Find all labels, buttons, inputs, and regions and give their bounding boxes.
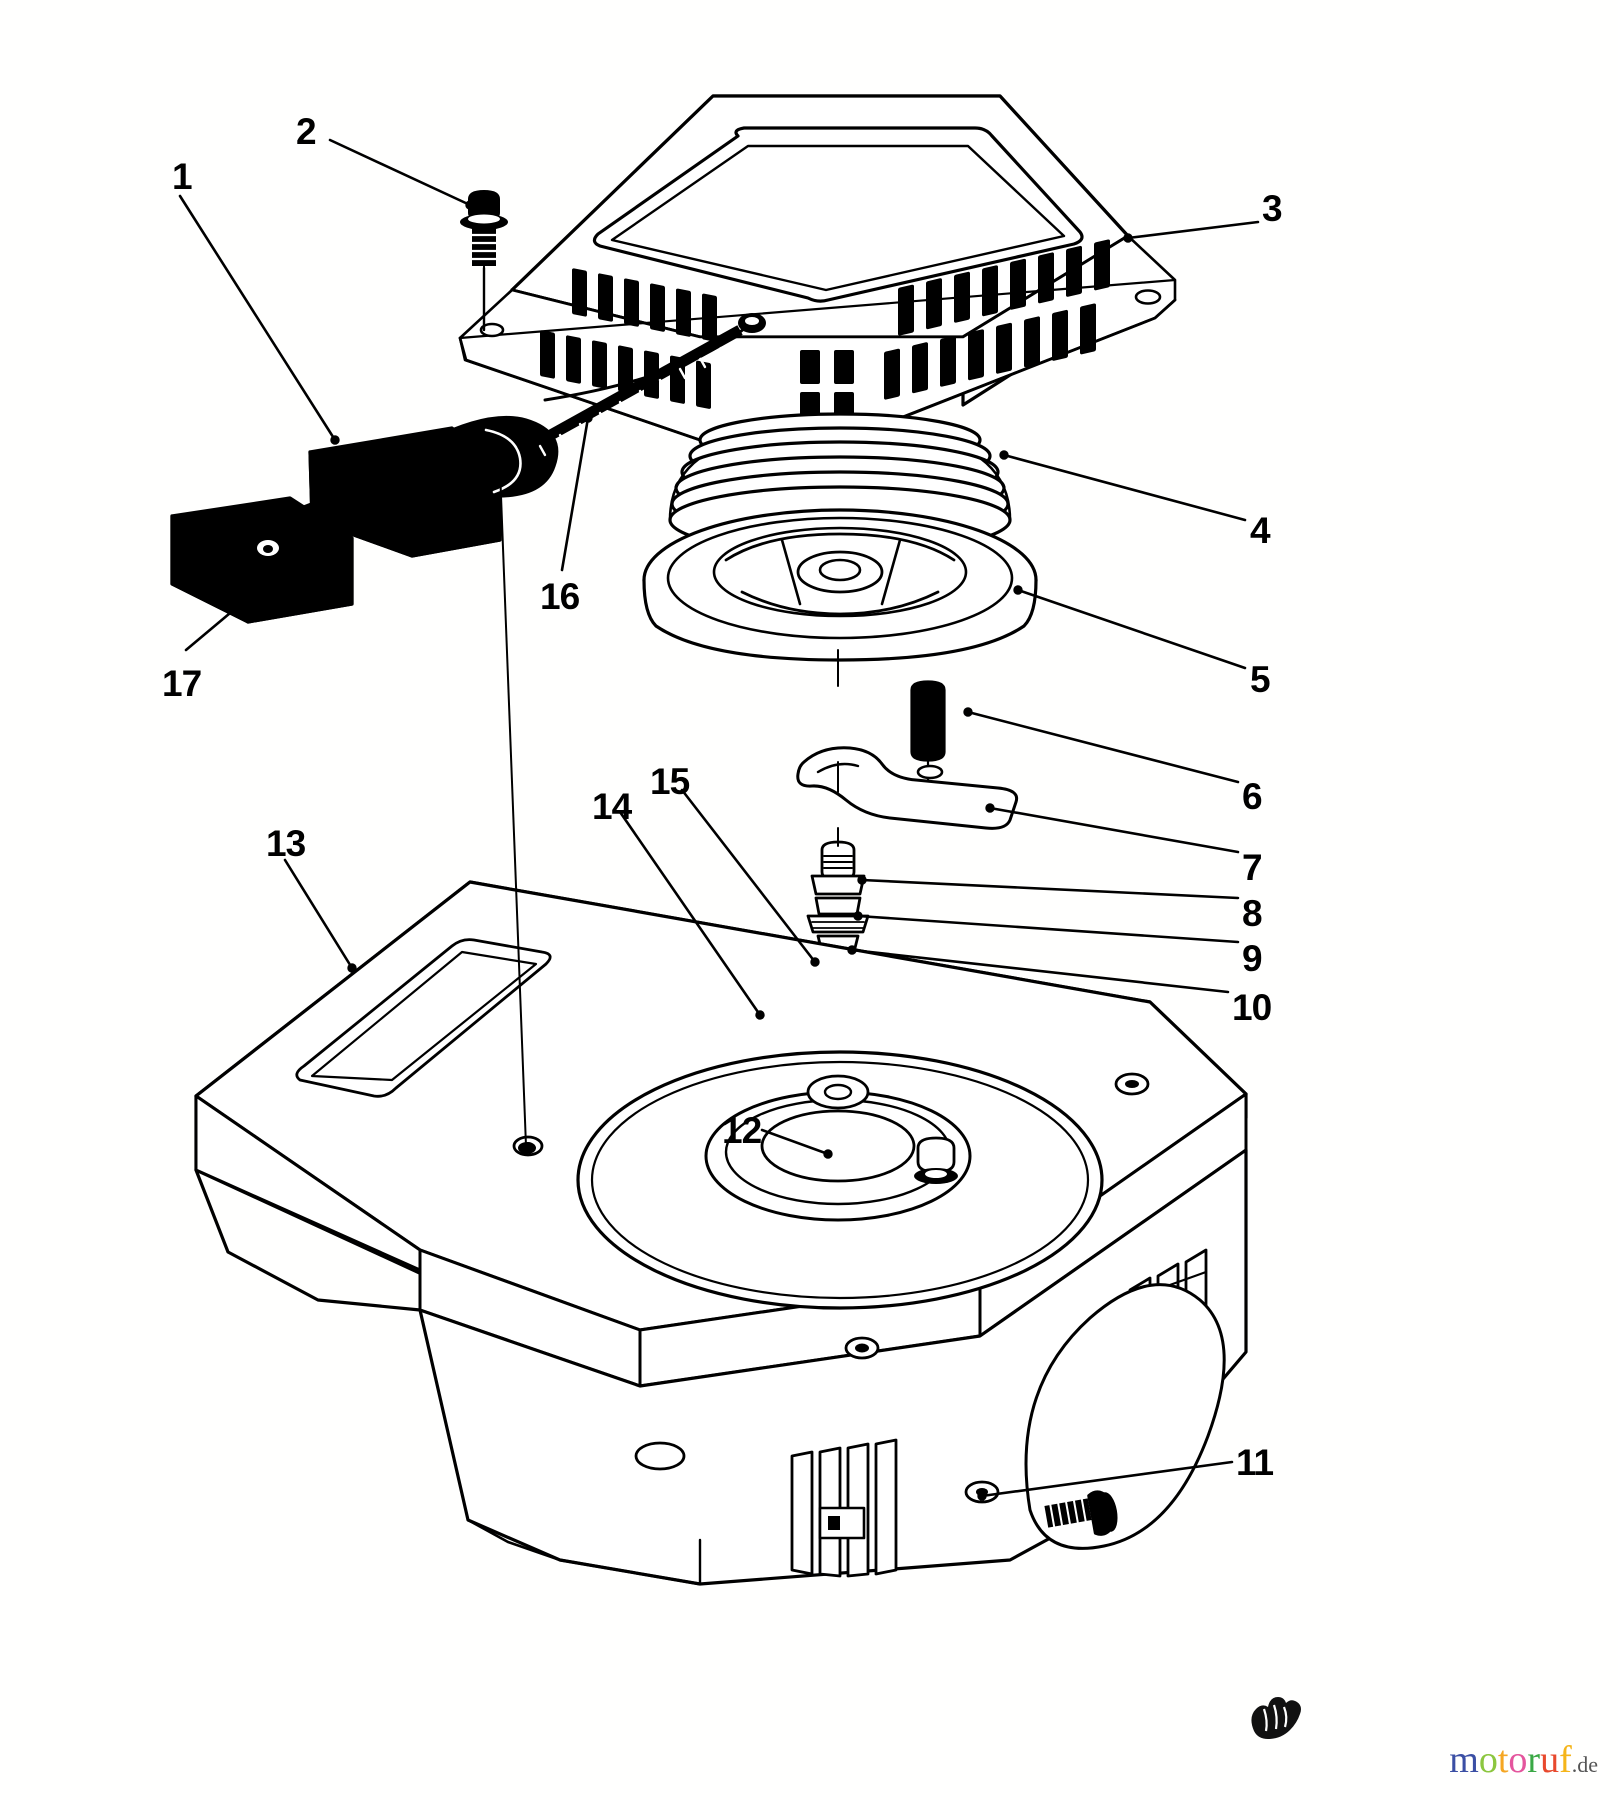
leader-line-6 <box>966 710 1240 784</box>
part-6-dowel-pin <box>910 680 946 792</box>
callout-number-9: 9 <box>1242 938 1263 979</box>
part-8-retainer-nut <box>810 840 866 896</box>
leader-line-17 <box>184 596 250 652</box>
watermark-letter-6: f <box>1559 1739 1572 1781</box>
leader-line-1 <box>178 194 337 442</box>
leader-endpoint-5 <box>1013 585 1023 595</box>
callout-number-13: 13 <box>266 823 306 864</box>
watermark-letter-4: r <box>1527 1739 1541 1781</box>
watermark-letter-2: t <box>1497 1739 1509 1781</box>
watermark-letter-5: u <box>1540 1739 1560 1781</box>
leader-line-11 <box>980 1460 1234 1498</box>
leader-endpoint-2 <box>465 200 475 210</box>
leader-line-3 <box>1126 220 1260 240</box>
leader-line-9 <box>856 914 1240 944</box>
leader-line-7 <box>988 806 1240 854</box>
leader-endpoint-10 <box>847 945 857 955</box>
callout-number-2: 2 <box>296 111 317 152</box>
leader-line-16 <box>560 416 590 572</box>
leader-line-4 <box>1002 453 1247 522</box>
part-16-starter-rope <box>517 325 747 457</box>
leader-endpoint-11 <box>977 1491 987 1501</box>
watermark-letter-0: m <box>1449 1739 1479 1781</box>
part-5-starter-pulley <box>642 508 1038 681</box>
callout-number-4: 4 <box>1250 510 1271 551</box>
callout-number-16: 16 <box>540 576 580 617</box>
part-3-blower-housing-cover <box>458 94 1177 463</box>
part-11-mounting-screw <box>1044 1490 1118 1536</box>
leader-line-5 <box>1016 588 1247 670</box>
leader-endpoint-1 <box>330 435 340 445</box>
watermark-letter-3: o <box>1508 1739 1528 1781</box>
callout-number-17: 17 <box>162 663 202 704</box>
leader-line-14 <box>618 810 762 1017</box>
callout-number-1: 1 <box>172 156 193 197</box>
motoruf-watermark: motoruf.de <box>1449 1738 1598 1782</box>
leader-endpoint-8 <box>857 875 867 885</box>
callout-number-6: 6 <box>1242 776 1263 817</box>
leader-line-2 <box>328 138 472 207</box>
part-7-friction-spring-plate <box>796 746 1019 861</box>
leader-endpoint-6 <box>963 707 973 717</box>
leader-endpoint-15 <box>810 957 820 967</box>
leader-endpoint-13 <box>347 963 357 973</box>
callout-number-11: 11 <box>1236 1442 1274 1483</box>
leader-endpoint-9 <box>853 911 863 921</box>
leader-endpoint-12 <box>823 1149 833 1159</box>
leader-endpoint-14 <box>755 1010 765 1020</box>
part-14-flywheel-cup <box>806 1074 870 1110</box>
part-13-engine-shroud-base <box>194 880 1248 1586</box>
leader-line-15 <box>680 788 817 964</box>
callout-number-10: 10 <box>1232 987 1272 1028</box>
part-1-starter-handle-assembly <box>308 415 559 558</box>
callout-number-14: 14 <box>592 786 632 827</box>
callout-number-7: 7 <box>1242 847 1263 888</box>
callout-number-5: 5 <box>1250 659 1271 700</box>
motoruf-hand-logo-icon <box>1251 1697 1301 1739</box>
part-2-hex-flange-screw <box>460 190 508 332</box>
leader-line-12 <box>760 1128 830 1156</box>
leader-line-8 <box>860 878 1240 900</box>
leader-endpoint-4 <box>999 450 1009 460</box>
leader-endpoint-3 <box>1123 233 1133 243</box>
leader-lines <box>178 138 1260 1501</box>
callout-number-3: 3 <box>1262 188 1283 229</box>
callout-number-8: 8 <box>1242 893 1263 934</box>
part-12-flange-nut <box>914 1136 958 1184</box>
leader-endpoint-17 <box>243 593 253 603</box>
part-17-rope-insert-block <box>170 487 357 624</box>
leader-line-13 <box>283 858 354 970</box>
watermark-letter-1: o <box>1478 1739 1498 1781</box>
callout-number-12: 12 <box>722 1110 762 1151</box>
leader-endpoint-7 <box>985 803 995 813</box>
callout-number-15: 15 <box>650 761 690 802</box>
leader-line-10 <box>850 948 1230 994</box>
leader-endpoint-16 <box>583 413 593 423</box>
watermark-suffix: .de <box>1571 1752 1598 1777</box>
